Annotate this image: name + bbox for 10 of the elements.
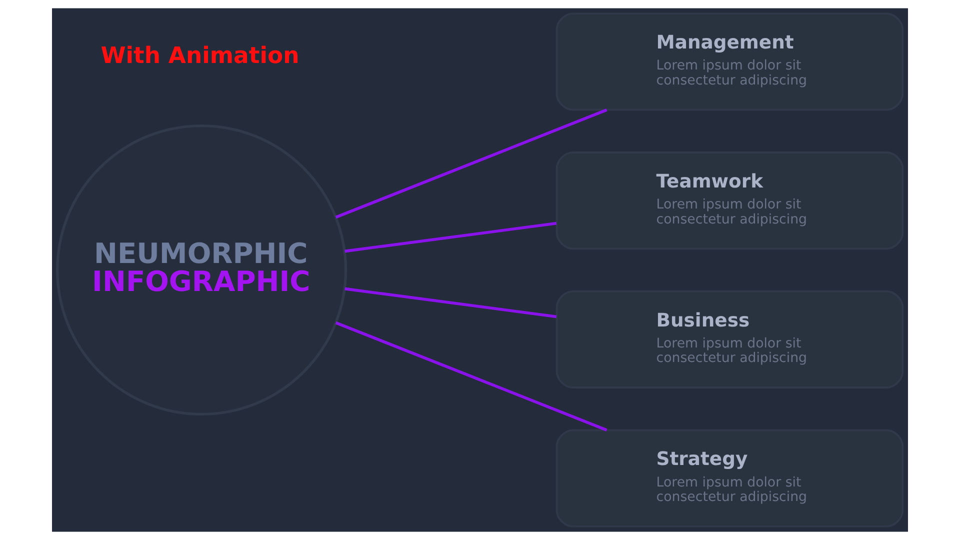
node-box: Teamwork Lorem ipsum dolor sit consectetur adipiscing	[556, 151, 904, 250]
node-box: Management Lorem ipsum dolor sit consectetur adipiscing	[556, 12, 904, 111]
connector	[335, 321, 608, 432]
connector	[335, 108, 608, 219]
label: With Animation	[100, 43, 300, 70]
node-circle: NEUMORPHIC INFOGRAPHIC	[56, 124, 348, 416]
connector	[344, 222, 557, 253]
node-box: Business Lorem ipsum dolor sit consectetur adipiscing	[556, 290, 904, 389]
connector	[344, 287, 557, 318]
node-box: Strategy Lorem ipsum dolor sit consectetur adipiscing	[556, 429, 904, 528]
